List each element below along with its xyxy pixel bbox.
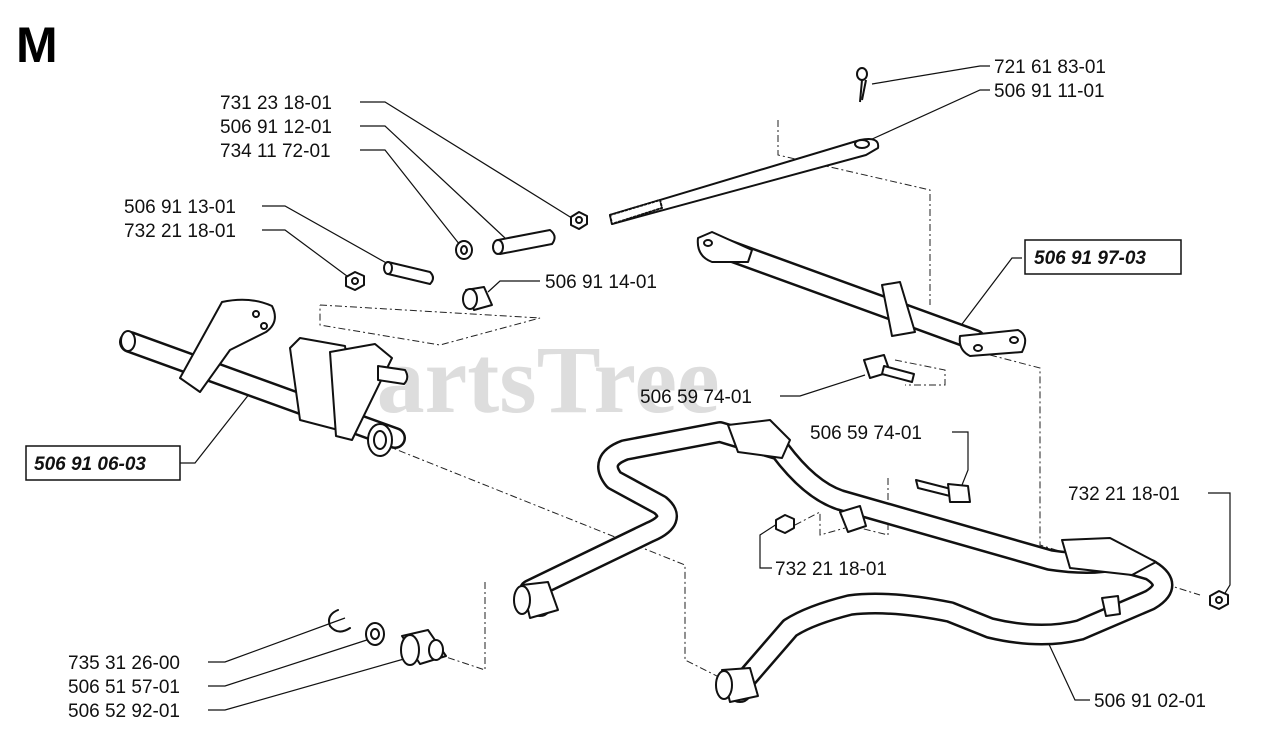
nut-right-icon xyxy=(1209,590,1229,610)
label-cotter-pin: 721 61 83-01 xyxy=(994,57,1106,78)
label-front-bracket: 506 91 06-03 xyxy=(34,454,146,475)
section-letter: M xyxy=(16,17,58,73)
label-bearing: 506 52 92-01 xyxy=(68,701,180,722)
nut-left-icon xyxy=(345,271,365,291)
label-box-front-bracket xyxy=(25,445,181,481)
label-bolt-lower: 506 59 74-01 xyxy=(810,423,922,444)
tie-rod xyxy=(609,138,880,225)
label-rod-washer: 506 91 11-01 xyxy=(994,81,1105,102)
label-pin: 506 91 13-01 xyxy=(124,197,236,218)
label-nut-right: 732 21 18-01 xyxy=(1068,484,1180,505)
spacer-tube-icon xyxy=(492,229,556,255)
washer-small-icon xyxy=(455,240,473,260)
front-bracket xyxy=(119,298,409,457)
nut-top-icon xyxy=(570,211,588,230)
bolt-lower-icon xyxy=(915,479,971,503)
label-snap-ring: 735 31 26-00 xyxy=(68,653,180,674)
label-box-pivot-bar xyxy=(1024,239,1182,275)
label-nut-left: 732 21 18-01 xyxy=(124,221,236,242)
leader-lines xyxy=(180,65,1231,711)
bearing-icon xyxy=(400,629,447,666)
label-spacer-tube: 506 91 12-01 xyxy=(220,117,332,138)
bolt-upper-icon xyxy=(863,354,915,383)
nut-middle-icon xyxy=(775,514,795,534)
label-pivot-bar: 506 91 97-03 xyxy=(1034,248,1146,269)
axle-frame xyxy=(513,419,1174,703)
alignment-lines xyxy=(319,120,1201,681)
snap-ring-icon xyxy=(328,609,351,633)
cotter-pin-icon xyxy=(856,67,868,103)
label-bolt-upper: 506 59 74-01 xyxy=(640,387,752,408)
label-nut-top: 731 23 18-01 xyxy=(220,93,332,114)
label-bushing: 506 91 14-01 xyxy=(545,272,657,293)
label-axle-frame: 506 91 02-01 xyxy=(1094,691,1206,712)
label-washer-large: 506 51 57-01 xyxy=(68,677,180,698)
washer-large-icon xyxy=(365,622,385,646)
pin-icon xyxy=(383,261,434,285)
label-washer-small: 734 11 72-01 xyxy=(220,141,331,162)
pivot-bar xyxy=(696,231,1027,357)
bushing-icon xyxy=(462,286,493,311)
label-nut-middle: 732 21 18-01 xyxy=(775,559,887,580)
